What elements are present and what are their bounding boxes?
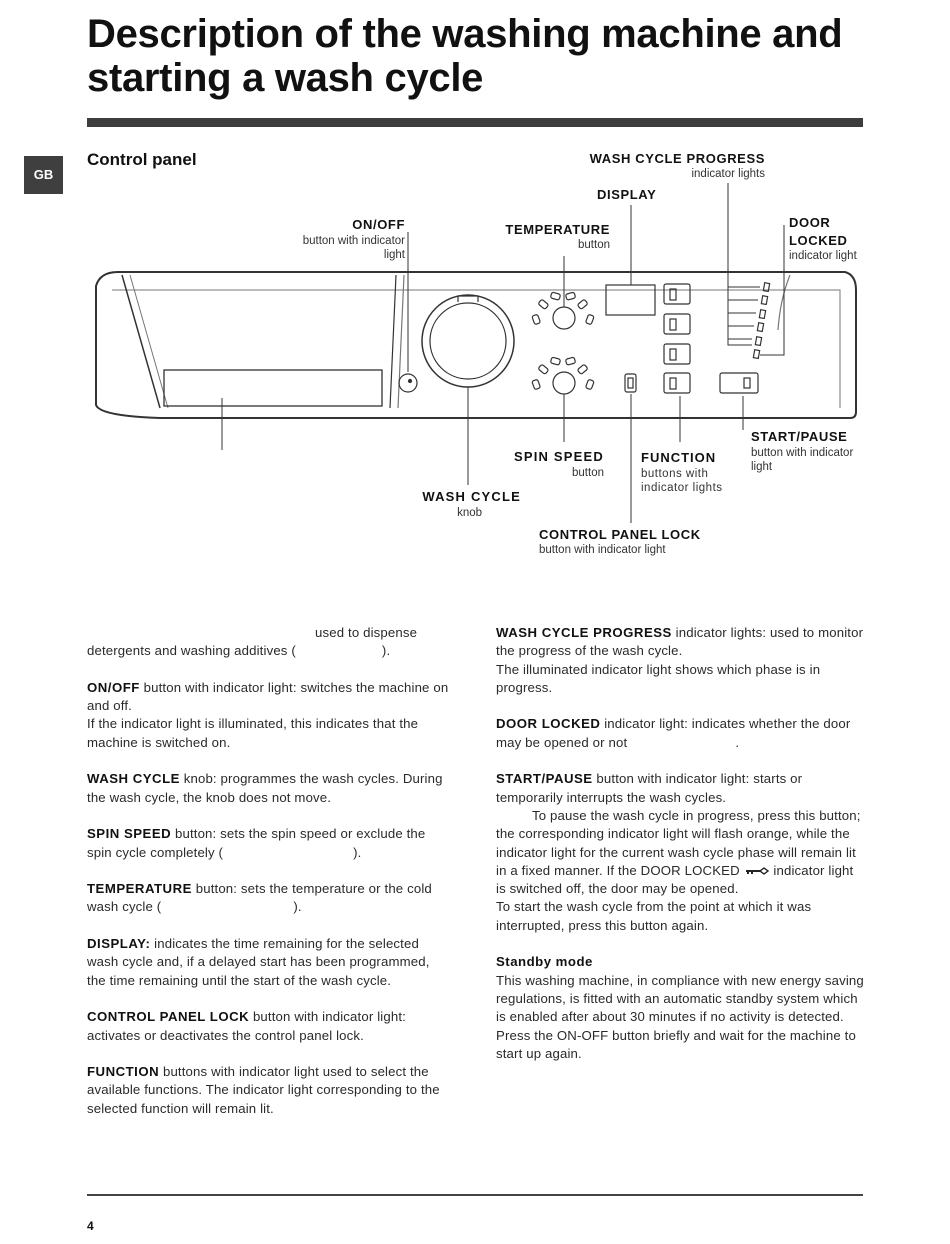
function-button-3 — [663, 343, 691, 365]
panel-divider-right — [389, 274, 397, 409]
page-number: 4 — [87, 1219, 94, 1233]
label-start-pause: START/PAUSE — [751, 429, 848, 444]
wash-cycle-knob — [421, 294, 515, 388]
label-control-panel-lock: CONTROL PANEL LOCK — [539, 527, 701, 542]
title-rule — [87, 118, 863, 127]
section-title: Control panel — [87, 150, 197, 169]
panel-outline — [95, 271, 857, 419]
sub-temperature: button — [578, 239, 610, 251]
paragraph-wash-cycle: WASH CYCLE knob: programmes the wash cyc… — [87, 771, 443, 805]
sub-wash-cycle: knob — [457, 507, 482, 519]
drawer-divider-2 — [129, 274, 169, 409]
control-panel-diagram — [95, 183, 857, 523]
function-button-1 — [663, 283, 691, 305]
paragraph-on-off: ON/OFF button with indicator light: swit… — [87, 679, 449, 750]
paragraph-start-pause: START/PAUSE button with indicator light:… — [496, 771, 861, 933]
label-display: DISPLAY — [597, 187, 657, 202]
sub-control-panel-lock: button with indicator light — [539, 544, 666, 556]
sub-spin-speed: button — [572, 467, 604, 479]
on-off-button — [398, 373, 418, 393]
language-tab: GB — [24, 156, 63, 194]
temperature-button — [552, 306, 576, 330]
start-pause-button — [719, 372, 759, 394]
paragraph-display: DISPLAY: indicates the time remaining fo… — [87, 936, 430, 988]
paragraph-wash-cycle-progress: WASH CYCLE PROGRESS indicator lights: us… — [496, 625, 864, 695]
paragraph-temperature: TEMPERATURE button: sets the temperature… — [87, 881, 432, 915]
label-function: FUNCTION — [641, 450, 717, 465]
label-temperature: TEMPERATURE — [505, 222, 610, 237]
paragraph-control-panel-lock: CONTROL PANEL LOCK button with indicator… — [87, 1009, 406, 1043]
label-wash-cycle: WASH CYCLE — [422, 489, 521, 504]
drawer-divider — [121, 274, 161, 409]
spin-speed-button — [552, 371, 576, 395]
paragraph-door-locked: DOOR LOCKED indicator light: indicates w… — [496, 716, 851, 750]
page-title: Description of the washing machine and s… — [87, 12, 843, 100]
sub-start-pause: button with indicator light — [751, 447, 854, 473]
paragraph-detergent-drawer: used to dispense detergents and washing … — [87, 625, 418, 659]
control-panel-lock-button — [624, 373, 637, 393]
detergent-drawer-handle — [163, 369, 383, 407]
sub-wash-cycle-progress: indicator lights — [691, 168, 765, 180]
label-on-off: ON/OFF — [352, 217, 405, 232]
paragraph-spin-speed: SPIN SPEED button: sets the spin speed o… — [87, 826, 426, 860]
function-button-4 — [663, 372, 691, 394]
label-spin-speed: SPIN SPEED — [513, 449, 604, 464]
function-button-2 — [663, 313, 691, 335]
right-column: WASH CYCLE PROGRESS indicator lights: us… — [496, 624, 866, 1081]
panel-inner-edge — [112, 289, 841, 408]
footer-rule — [87, 1194, 863, 1196]
sub-door-locked: indicator light — [789, 250, 857, 262]
sub-on-off: button with indicator light — [302, 235, 405, 261]
sub-function: buttons with indicator lights — [641, 468, 723, 494]
label-door-locked: DOOR LOCKED — [789, 215, 848, 248]
key-icon — [745, 867, 769, 876]
left-column: used to dispense detergents and washing … — [87, 624, 449, 1136]
paragraph-function: FUNCTION buttons with indicator light us… — [87, 1064, 440, 1116]
label-wash-cycle-progress: WASH CYCLE PROGRESS — [589, 151, 765, 166]
